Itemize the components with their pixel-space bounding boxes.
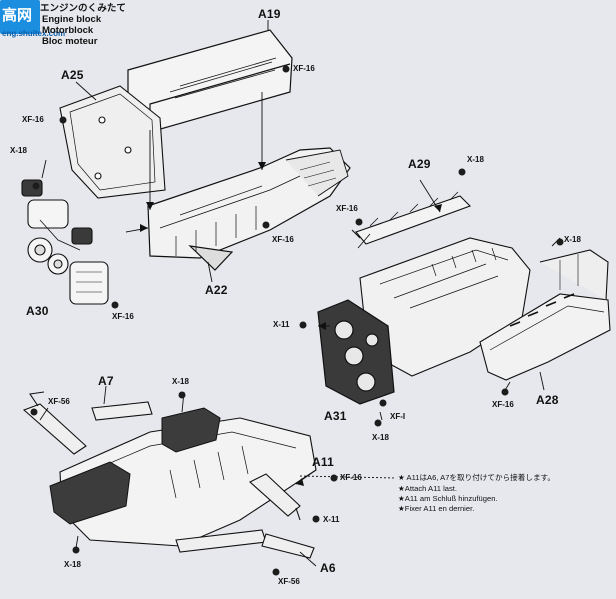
title-de: Motorblock: [42, 25, 94, 36]
leader-lines-bottom: [39, 385, 397, 567]
block-half-a25: [59, 85, 166, 199]
belt-cover-a31: [317, 299, 395, 405]
part-label-a11: A11: [312, 455, 334, 469]
note-jp: ★ A11はA6, A7を取り付けてから接着します。: [398, 473, 555, 482]
part-label-a22: A22: [205, 283, 228, 297]
head-cover-a29: [351, 191, 471, 245]
part-label-a29: A29: [408, 157, 431, 171]
title-jp: エンジンのくみたて: [40, 3, 126, 14]
screw-label-xf16: XF-16: [272, 235, 294, 244]
screw-label-xf16: XF-16: [112, 312, 134, 321]
screw-label-x18: X-18: [372, 433, 389, 442]
title-fr: Bloc moteur: [42, 36, 98, 47]
pipe-a11: [249, 473, 301, 521]
pulley-stack-a30: [21, 179, 109, 305]
part-label-a19: A19: [258, 7, 281, 21]
part-label-a28: A28: [536, 393, 559, 407]
screw-icons: [30, 65, 564, 576]
screw-label-xf56: XF-56: [278, 577, 300, 586]
title-en: Engine block: [42, 14, 102, 25]
pipe-a7: [22, 391, 153, 455]
air-box-right: [161, 407, 221, 453]
screw-label-xf16: XF-16: [336, 204, 358, 213]
screw-label-xf16: XF-16: [340, 473, 362, 482]
screw-label-x11: X-11: [273, 320, 290, 329]
pipe-a6: [175, 529, 315, 559]
watermark-badge: 高网: [0, 0, 40, 34]
watermark-site: eng.shuitex.com: [2, 29, 66, 38]
block-a22: [147, 147, 351, 271]
screw-label-xf16: XF-16: [492, 400, 514, 409]
part-label-a7: A7: [98, 374, 114, 388]
part-label-a6: A6: [320, 561, 336, 575]
screw-label-xf16: XF-16: [293, 64, 315, 73]
direction-arrows: [140, 162, 442, 486]
watermark-glyphs: 高网: [2, 7, 33, 24]
screw-label-x18: X-18: [172, 377, 189, 386]
note-en: ★Attach A11 last.: [398, 484, 458, 493]
part-label-a31: A31: [324, 409, 347, 423]
note-de: ★A11 am Schluß hinzufügen.: [398, 494, 498, 503]
part-label-a25: A25: [61, 68, 84, 82]
part-label-a30: A30: [26, 304, 49, 318]
screw-label-x18: X-18: [64, 560, 81, 569]
screw-label-x18: X-18: [467, 155, 484, 164]
note-fr: ★Fixer A11 en dernier.: [398, 504, 475, 513]
transmission-a28: [479, 249, 611, 381]
screw-label-x18: X-18: [10, 146, 27, 155]
screw-label-xf16: XF-16: [22, 115, 44, 124]
air-box-left: [49, 461, 131, 525]
screw-label-xf56: XF-56: [48, 397, 70, 406]
screw-label-xfi: XF-I: [390, 412, 406, 421]
screw-label-x11: X-11: [323, 515, 340, 524]
screw-label-x18: X-18: [564, 235, 581, 244]
